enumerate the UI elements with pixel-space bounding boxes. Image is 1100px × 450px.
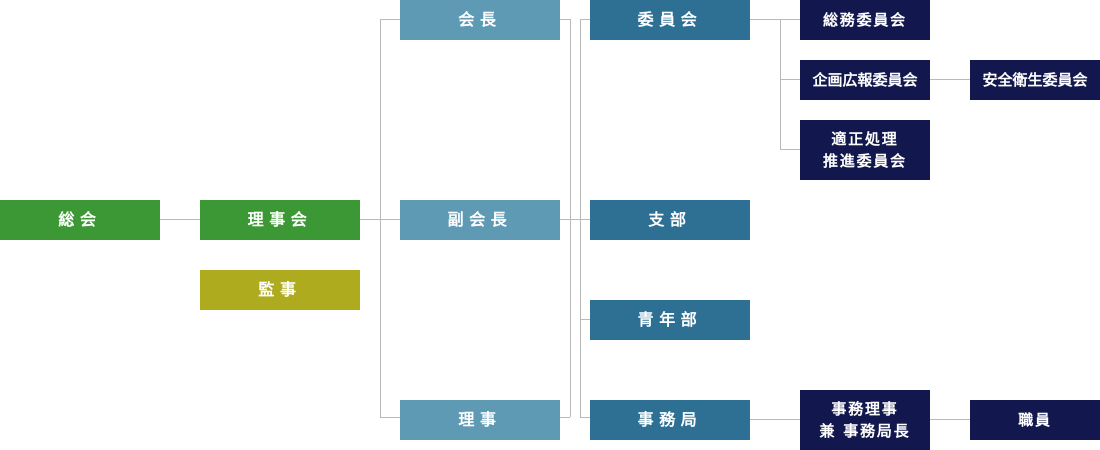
connector-divisions-trunk-b bbox=[580, 19, 581, 417]
node-anzen-iinkai: 安全衛生委員会 bbox=[970, 60, 1100, 100]
node-kikaku-iinkai: 企画広報委員会 bbox=[800, 60, 930, 100]
connector-fukukaicho-shibu bbox=[560, 219, 590, 220]
node-jimukyoku: 事務局 bbox=[590, 400, 750, 440]
connector-iinkai-committees bbox=[750, 19, 800, 20]
connector-officers-divisions-trunk-a bbox=[570, 19, 571, 417]
connector-committees-trunk bbox=[780, 19, 781, 149]
node-iinkai: 委員会 bbox=[590, 0, 750, 40]
connector-jimukyoku-jimuriji bbox=[750, 419, 800, 420]
connector-officers-divisions-left bbox=[560, 19, 570, 20]
connector-rijikai-officers bbox=[360, 219, 380, 220]
connector-to-kikaku bbox=[780, 79, 800, 80]
node-riji: 理事 bbox=[400, 400, 560, 440]
connector-to-jimukyoku bbox=[580, 417, 590, 418]
node-shokuin: 職員 bbox=[970, 400, 1100, 440]
node-fukukaicho: 副会長 bbox=[400, 200, 560, 240]
connector-soukai-rijikai bbox=[160, 219, 200, 220]
connector-to-kaicho bbox=[380, 19, 400, 20]
node-kaicho: 会長 bbox=[400, 0, 560, 40]
node-seinenbu: 青年部 bbox=[590, 300, 750, 340]
connector-kikaku-anzen bbox=[930, 79, 970, 80]
node-soukai: 総会 bbox=[0, 200, 160, 240]
node-kanji: 監事 bbox=[200, 270, 360, 310]
connector-to-tekisei bbox=[780, 149, 800, 150]
connector-jimuriji-shokuin bbox=[930, 419, 970, 420]
connector-to-riji bbox=[380, 417, 400, 418]
connector-to-seinenbu bbox=[580, 319, 590, 320]
node-shibu: 支部 bbox=[590, 200, 750, 240]
connector-to-fukukaicho bbox=[380, 219, 400, 220]
node-jimu-riji: 事務理事 兼 事務局長 bbox=[800, 390, 930, 450]
connector-to-iinkai bbox=[580, 19, 590, 20]
node-rijikai: 理事会 bbox=[200, 200, 360, 240]
node-tekisei-iinkai: 適正処理 推進委員会 bbox=[800, 120, 930, 180]
connector-officers-trunk bbox=[380, 19, 381, 417]
node-somu-iinkai: 総務委員会 bbox=[800, 0, 930, 40]
connector-officers-divisions-left-bottom bbox=[560, 417, 570, 418]
